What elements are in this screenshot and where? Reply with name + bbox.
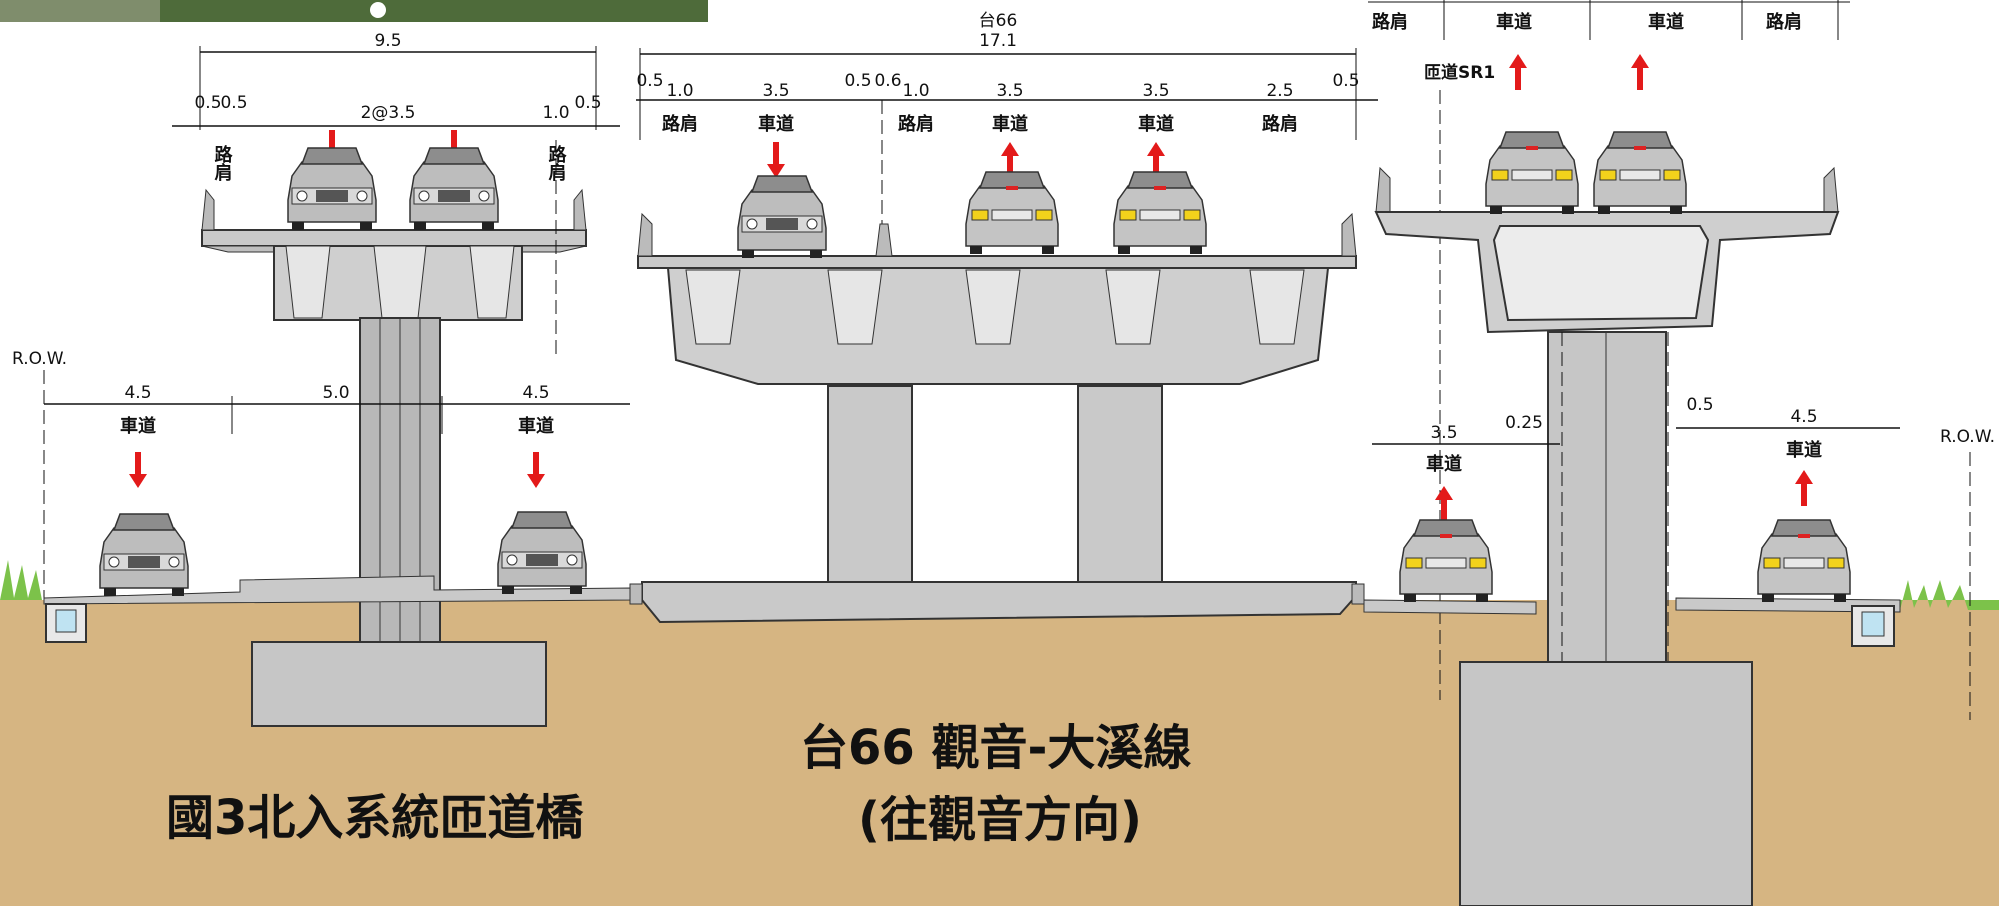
right-ground-lane-right: 4.5 (1790, 407, 1817, 427)
middle-d2: 1.0 (666, 81, 693, 101)
left-median-width: 5.0 (322, 383, 349, 403)
middle-lane-3: 車道 (1138, 113, 1174, 135)
grass-right (1900, 580, 1999, 610)
right-top-shoulder-right: 路肩 (1766, 11, 1802, 33)
left-lane-left-width: 4.5 (124, 383, 151, 403)
left-bridge-caption: 國3北入系統匝道橋 (166, 790, 584, 846)
right-ground-lane-left: 3.5 (1430, 423, 1457, 443)
left-lane-label-right: 車道 (518, 415, 554, 437)
aerial-photo (0, 0, 708, 22)
right-ground-gap-b: 0.5 (1686, 395, 1713, 415)
left-dim-d: 0.5 (574, 93, 601, 113)
middle-caption-line1: 台66 觀音-大溪線 (800, 720, 1192, 776)
middle-d5: 0.6 (874, 71, 901, 91)
right-ground-lane-label-left: 車道 (1426, 453, 1462, 475)
left-lane-right-width: 4.5 (522, 383, 549, 403)
middle-total-width: 17.1 (979, 31, 1017, 51)
middle-d1: 0.5 (636, 71, 663, 91)
right-bridge: 路肩 車道 車道 路肩 匝道SR1 3.5 0.25 車道 0.5 4.5 車道… (1363, 0, 1995, 906)
middle-d9: 2.5 (1266, 81, 1293, 101)
middle-bridge: 台66 17.1 0.5 1.0 3.5 0.5 0.6 1.0 3.5 3.5… (629, 11, 1378, 624)
middle-d3: 3.5 (762, 81, 789, 101)
right-ground-gap-a: 0.25 (1505, 413, 1543, 433)
left-top-width: 9.5 (374, 31, 401, 51)
right-ground-lane-label-right: 車道 (1786, 439, 1822, 461)
left-row-label: R.O.W. (12, 349, 67, 369)
middle-d7: 3.5 (996, 81, 1023, 101)
middle-lane-1: 車道 (758, 113, 794, 135)
left-shoulder-label-left: 路肩 (212, 144, 233, 182)
ramp-label: 匝道SR1 (1424, 62, 1495, 83)
right-row-label: R.O.W. (1940, 427, 1995, 447)
middle-d4: 0.5 (844, 71, 871, 91)
left-dim-b: 0.5 (220, 93, 247, 113)
middle-shoulder-mid: 路肩 (898, 113, 934, 135)
middle-caption-line2: (往觀音方向) (858, 792, 1142, 848)
right-top-shoulder-left: 路肩 (1372, 11, 1408, 33)
middle-d10: 0.5 (1332, 71, 1359, 91)
left-ground-lanes: R.O.W. 4.5 5.0 4.5 車道 車道 (12, 349, 631, 643)
middle-shoulder-left: 路肩 (662, 113, 698, 135)
left-dim-c: 1.0 (542, 103, 569, 123)
left-dim-lanes: 2@3.5 (361, 103, 416, 123)
middle-route: 台66 (979, 11, 1018, 31)
middle-d8: 3.5 (1142, 81, 1169, 101)
right-top-lane-2: 車道 (1648, 11, 1684, 33)
aerial-photo-marker (370, 2, 386, 18)
middle-lane-2: 車道 (992, 113, 1028, 135)
grass-left (0, 560, 42, 600)
middle-shoulder-right: 路肩 (1262, 113, 1298, 135)
left-dim-a: 0.5 (194, 93, 221, 113)
right-top-lane-1: 車道 (1496, 11, 1532, 33)
middle-d6: 1.0 (902, 81, 929, 101)
aerial-photo-patch (0, 0, 160, 22)
left-lane-label-left: 車道 (120, 415, 156, 437)
